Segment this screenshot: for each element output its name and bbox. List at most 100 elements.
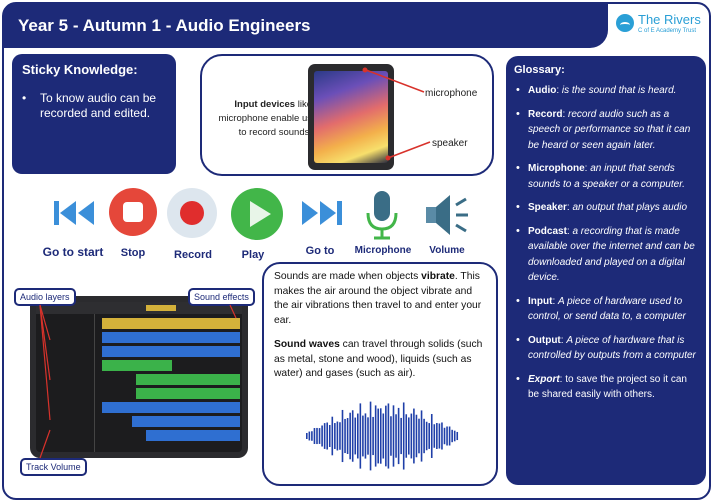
wave-bar <box>418 418 420 454</box>
wave-bar <box>311 431 313 441</box>
input-devices-desc: like microphone enable us to record soun… <box>218 99 312 138</box>
wave-bar <box>349 412 351 460</box>
glossary-item: Record: record audio such as a speech or… <box>514 107 698 154</box>
wave-bar <box>402 402 405 470</box>
wave-bar <box>415 414 418 458</box>
glossary-term: Audio <box>528 85 557 96</box>
wave-bar <box>354 417 357 455</box>
wave-bar <box>351 410 354 462</box>
daw-lcd <box>146 305 176 311</box>
wave-bar <box>364 413 367 459</box>
glossary-item: Export: to save the project so it can be… <box>514 372 698 403</box>
play-icon <box>231 188 283 240</box>
glossary-item: Speaker: an output that plays audio <box>514 200 698 216</box>
glossary-term: Record <box>528 108 563 120</box>
wave-bar <box>456 431 459 441</box>
glossary-definition: A piece of hardware used to control, or … <box>528 295 686 323</box>
wave-bar <box>443 427 446 445</box>
audio-controls: Go to start Stop Record Play Go to <box>0 185 500 280</box>
wave-bar <box>433 424 436 448</box>
wave-bar <box>379 408 382 464</box>
volume-label: Volume <box>429 245 465 256</box>
wave-bar <box>428 423 430 449</box>
glossary-item: Microphone: an input that sends sounds t… <box>514 161 698 192</box>
record-icon <box>167 188 217 238</box>
fast-forward-icon <box>302 201 342 225</box>
wave-bar <box>367 417 369 455</box>
wave-bar <box>430 414 433 458</box>
text-span: Sounds are made when objects <box>274 271 422 282</box>
wave-bar <box>372 416 374 456</box>
wave-bar <box>313 428 316 444</box>
glossary-definition: an output that plays audio <box>572 202 688 213</box>
glossary-definition: A piece of hardware that is controlled b… <box>528 334 696 362</box>
sound-wave-icon <box>306 401 459 471</box>
wave-bar <box>387 403 390 469</box>
daw-screenshot <box>30 296 248 458</box>
daw-track <box>146 430 240 441</box>
pointer-lines <box>362 67 431 161</box>
wave-bar <box>362 415 364 457</box>
sound-waves-term: Sound waves <box>274 339 340 350</box>
vibrate-term: vibrate <box>421 271 455 282</box>
wave-bar <box>425 421 428 451</box>
wave-bar <box>441 422 443 450</box>
sound-effects-tag: Sound effects <box>188 288 255 306</box>
daw-track <box>136 374 240 385</box>
microphone-label: microphone <box>425 88 478 99</box>
wave-bar <box>423 418 425 454</box>
stop-icon <box>109 188 157 236</box>
glossary-item: Input: A piece of hardware used to contr… <box>514 294 698 325</box>
daw-track <box>102 360 172 371</box>
glossary-item: Output: A piece of hardware that is cont… <box>514 333 698 364</box>
glossary-term: Export <box>528 373 560 385</box>
audio-layers-tag: Audio layers <box>14 288 76 306</box>
wave-bar <box>346 418 349 454</box>
wave-bar <box>400 417 402 455</box>
go-to-label: Go to <box>305 245 335 257</box>
input-devices-text: Input devices like microphone enable us … <box>216 98 312 140</box>
page-title: Year 5 - Autumn 1 - Audio Engineers <box>18 16 311 35</box>
glossary-list: Audio: is the sound that is heard.Record… <box>514 83 698 403</box>
wave-bar <box>326 422 328 450</box>
wave-bar <box>328 425 331 447</box>
wave-bar <box>339 422 341 450</box>
wave-bar <box>390 416 392 456</box>
glossary-definition: is the sound that is heard. <box>561 85 677 96</box>
play-label: Play <box>241 249 265 261</box>
wave-bar <box>344 418 346 454</box>
wave-bar <box>413 408 415 464</box>
wave-bar <box>395 414 397 458</box>
glossary-definition: an input that sends sounds to a speaker … <box>528 163 685 190</box>
glossary-item: Podcast: a recording that is made availa… <box>514 224 698 286</box>
input-devices-term: Input devices <box>234 99 296 110</box>
wave-bar <box>451 429 453 443</box>
wave-bar <box>336 421 339 451</box>
wave-bar <box>323 423 326 449</box>
stop-label: Stop <box>120 247 146 259</box>
wave-bar <box>374 405 377 467</box>
text-span: can travel through solids (such as metal… <box>274 339 483 379</box>
tablet-screen <box>314 71 388 163</box>
glossary-term: Speaker <box>528 202 567 213</box>
sound-explanation-panel: Sounds are made when objects vibrate. Th… <box>262 262 498 486</box>
wave-bar <box>410 413 413 459</box>
microphone-control-label: Microphone <box>354 245 412 256</box>
vibrate-paragraph: Sounds are made when objects vibrate. Th… <box>274 270 486 328</box>
wave-bar <box>397 407 400 465</box>
wave-bar <box>420 410 423 462</box>
glossary-term: Podcast <box>528 225 567 237</box>
wave-bar <box>382 413 385 459</box>
record-label: Record <box>174 249 212 261</box>
microphone-icon <box>366 191 398 240</box>
glossary-panel: Glossary: Audio: is the sound that is he… <box>506 56 706 485</box>
rewind-icon <box>54 201 94 225</box>
daw-track <box>132 416 240 427</box>
go-to-start-label: Go to start <box>42 245 104 259</box>
daw-track <box>102 318 240 329</box>
wave-bar <box>377 408 379 464</box>
wave-bar <box>446 426 448 446</box>
glossary-definition: record audio such as a speech or perform… <box>528 108 691 151</box>
wave-bar <box>341 409 344 463</box>
wave-bar <box>331 416 334 456</box>
